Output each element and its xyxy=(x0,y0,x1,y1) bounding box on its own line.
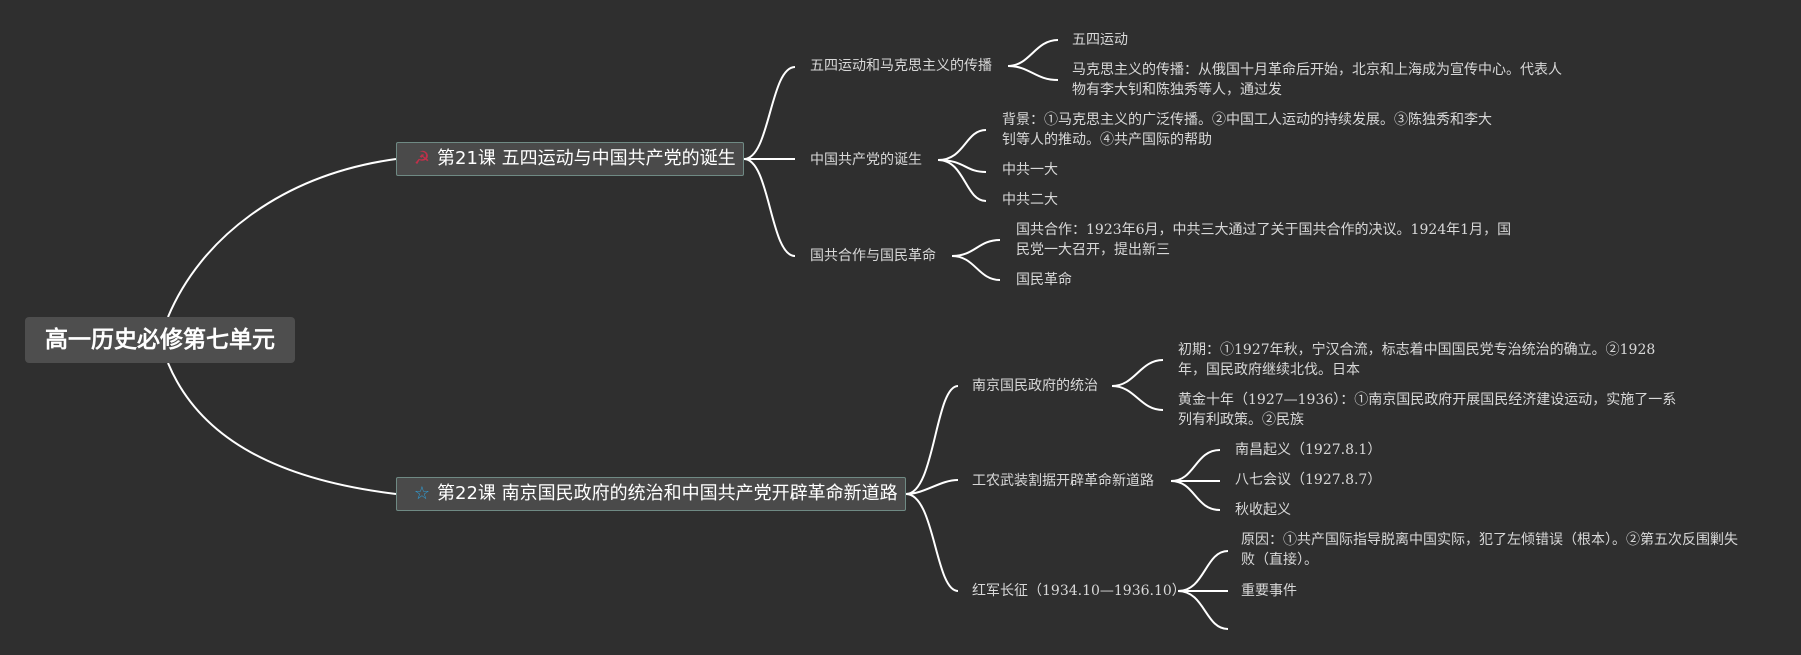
leaf-node[interactable]: 秋收起义 xyxy=(1235,502,1291,518)
leaf-node[interactable]: 八七会议（1927.8.7） xyxy=(1235,472,1382,488)
connector-t2-leaf1 xyxy=(937,129,987,161)
lesson-22-node[interactable]: ☆ 第22课 南京国民政府的统治和中国共产党开辟革命新道路 xyxy=(396,477,906,511)
leaf-node[interactable]: 马克思主义的传播：从俄国十月革命后开始，北京和上海成为宣传中心。代表人物有李大钊… xyxy=(1072,62,1562,98)
connector-l22-topic3 xyxy=(905,493,959,592)
connector-l22-topic2 xyxy=(905,479,959,495)
leaf-node[interactable]: 原因：①共产国际指导脱离中国实际，犯了左倾错误（根本）。②第五次反围剿失败（直接… xyxy=(1241,532,1738,568)
connector-t3-leaf2 xyxy=(951,255,1001,281)
leaf-node[interactable]: 南昌起义（1927.8.1） xyxy=(1235,442,1382,458)
root-node[interactable]: 高一历史必修第七单元 xyxy=(25,317,295,363)
connector-t1-leaf1 xyxy=(1007,39,1059,67)
lesson-22-label: 第22课 南京国民政府的统治和中国共产党开辟革命新道路 xyxy=(437,483,898,504)
leaf-node[interactable]: 中共一大 xyxy=(1002,162,1058,178)
connector-t5-leaf1 xyxy=(1170,449,1221,482)
connector-t6-leaf1 xyxy=(1177,550,1229,592)
connector-t4-leaf2 xyxy=(1111,385,1164,411)
connector-root-lesson22 xyxy=(167,362,397,495)
connector-l21-topic3 xyxy=(743,158,796,257)
connector-t6-leaf3 xyxy=(1177,590,1229,630)
connector-t1-leaf2 xyxy=(1007,65,1059,81)
hammer-sickle-icon: ☭ xyxy=(413,148,431,169)
topic-node-nanjing-government[interactable]: 南京国民政府的统治 xyxy=(972,378,1098,394)
lesson-21-label: 第21课 五四运动与中国共产党的诞生 xyxy=(437,148,736,169)
leaf-node[interactable]: 中共二大 xyxy=(1002,192,1058,208)
connector-l21-topic1 xyxy=(743,66,796,160)
lesson-21-node[interactable]: ☭ 第21课 五四运动与中国共产党的诞生 xyxy=(396,142,744,176)
connector-root-lesson21 xyxy=(167,158,397,318)
connector-t5-leaf3 xyxy=(1170,480,1221,511)
leaf-node[interactable]: 国民革命 xyxy=(1016,272,1072,288)
star-outline-icon: ☆ xyxy=(413,483,431,504)
connector-t3-leaf1 xyxy=(951,239,1001,257)
leaf-node[interactable]: 初期：①1927年秋，宁汉合流，标志着中国国民党专治统治的确立。②1928年，国… xyxy=(1178,342,1656,378)
leaf-node[interactable]: 黄金十年（1927—1936）：①南京国民政府开展国民经济建设运动，实施了一系列… xyxy=(1178,392,1677,428)
topic-node-may-fourth[interactable]: 五四运动和马克思主义的传播 xyxy=(810,58,992,74)
connector-t2-leaf3 xyxy=(937,159,987,202)
leaf-node[interactable]: 背景：①马克思主义的广泛传播。②中国工人运动的持续发展。③陈独秀和李大钊等人的推… xyxy=(1002,112,1492,148)
connector-l22-topic1 xyxy=(905,385,959,495)
topic-node-kmt-cpc-cooperation[interactable]: 国共合作与国民革命 xyxy=(810,248,936,264)
leaf-node[interactable]: 五四运动 xyxy=(1072,32,1128,48)
topic-node-cpc-founding[interactable]: 中国共产党的诞生 xyxy=(810,152,922,168)
topic-node-long-march[interactable]: 红军长征（1934.10—1936.10） xyxy=(972,583,1186,599)
connector-t4-leaf1 xyxy=(1111,359,1164,387)
leaf-node[interactable]: 重要事件 xyxy=(1241,583,1297,599)
topic-node-armed-separatism[interactable]: 工农武装割据开辟革命新道路 xyxy=(972,473,1154,489)
leaf-node[interactable]: 国共合作：1923年6月，中共三大通过了关于国共合作的决议。1924年1月，国民… xyxy=(1016,222,1512,258)
